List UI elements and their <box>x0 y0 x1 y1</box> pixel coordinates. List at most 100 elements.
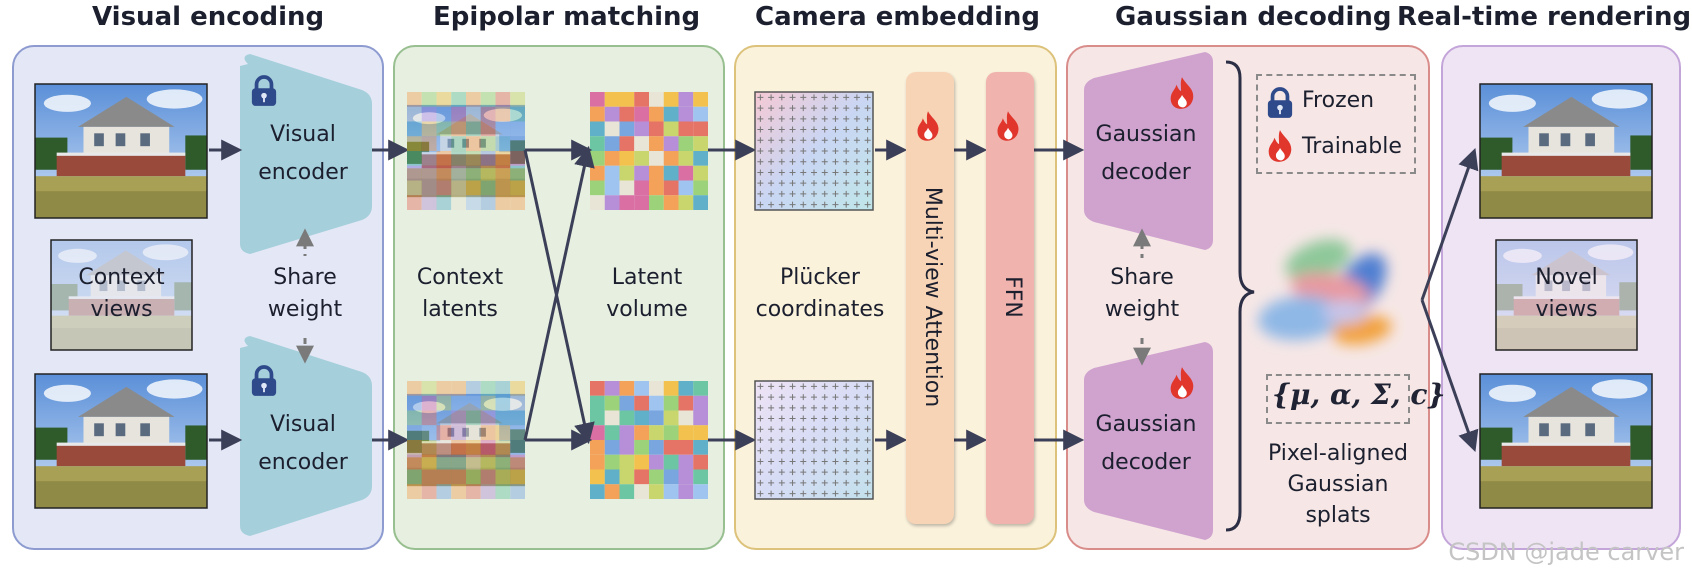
plucker-mark <box>789 115 796 122</box>
plucker-mark <box>789 447 796 454</box>
latent-cell <box>407 395 422 411</box>
plucker-mark <box>778 201 785 208</box>
latent-cell <box>590 180 605 196</box>
plucker-mark <box>843 137 850 144</box>
latent-cell <box>451 195 466 210</box>
plucker-mark <box>757 404 764 411</box>
plucker-mark <box>821 426 828 433</box>
latent-cell <box>604 92 620 107</box>
latent-cell <box>590 484 605 499</box>
latent-cell <box>634 425 649 440</box>
latent-cell <box>619 469 635 485</box>
latent-cell <box>510 106 525 122</box>
plucker-mark <box>768 148 775 154</box>
plucker-mark <box>757 137 764 144</box>
latent-cell <box>407 469 422 485</box>
latent-cell <box>480 106 496 122</box>
latent-cell <box>693 440 708 455</box>
latent-cell <box>663 195 679 210</box>
latent-cell <box>436 121 452 137</box>
plucker-mark <box>768 180 775 187</box>
latent-cell <box>510 484 525 499</box>
latent-cell <box>510 410 525 426</box>
plucker-mark <box>757 94 764 101</box>
latent-cell <box>678 469 694 485</box>
plucker-mark <box>843 394 850 401</box>
plucker-mark <box>800 158 807 165</box>
plucker-mark <box>789 137 796 144</box>
plucker-mark <box>832 148 839 154</box>
latent-cell <box>693 151 708 166</box>
plucker-mark <box>853 383 860 390</box>
latent-cell <box>590 195 605 210</box>
plucker-mark <box>778 415 785 422</box>
plucker-mark <box>811 426 817 433</box>
latent-cell <box>678 425 694 440</box>
plucker-mark <box>768 201 775 208</box>
latent-cell <box>495 484 511 499</box>
plucker-mark <box>757 148 764 154</box>
plucker-mark <box>864 169 871 176</box>
plucker-mark <box>811 479 817 486</box>
plucker-mark <box>843 469 850 476</box>
plucker-mark <box>843 383 850 390</box>
watermark: CSDN @jade carver <box>1448 538 1684 566</box>
latent-cell <box>619 395 635 411</box>
latent-cell <box>663 92 679 107</box>
latent-cell <box>590 106 605 122</box>
latent-cell <box>604 106 620 122</box>
latent-cell <box>693 469 708 485</box>
latent-cell <box>421 136 437 151</box>
plucker-mark <box>789 394 796 401</box>
latent-cell <box>693 454 708 470</box>
latent-cell <box>663 381 679 396</box>
latent-cell <box>466 165 481 181</box>
plucker-mark <box>800 105 807 112</box>
latent-cell <box>678 121 694 137</box>
plucker-mark <box>821 447 828 454</box>
latent-cell <box>619 484 635 499</box>
latent-cell <box>510 440 525 455</box>
plucker-mark <box>811 394 817 401</box>
plucker-mark <box>768 437 775 443</box>
latent-cell <box>590 410 605 426</box>
plucker-mark <box>864 115 871 122</box>
plucker-mark <box>768 126 775 133</box>
title-visual-encoding: Visual encoding <box>92 2 325 32</box>
latent-cell <box>480 425 496 440</box>
latent-cell <box>480 121 496 137</box>
plucker-mark <box>832 426 839 433</box>
plucker-mark <box>811 404 817 411</box>
plucker-mark <box>832 115 839 122</box>
plucker-mark <box>789 158 796 165</box>
plucker-mark <box>789 469 796 476</box>
plucker-mark <box>832 169 839 176</box>
plucker-mark <box>800 148 807 154</box>
plucker-mark <box>821 415 828 422</box>
plucker-mark <box>853 415 860 422</box>
plucker-mark <box>789 94 796 101</box>
latent-cell <box>663 410 679 426</box>
plucker-mark <box>800 404 807 411</box>
plucker-mark <box>800 201 807 208</box>
plucker-grid-bottom <box>754 380 874 500</box>
latent-cell <box>510 395 525 411</box>
plucker-mark <box>757 105 764 112</box>
latent-cell <box>590 92 605 107</box>
latent-cell <box>480 440 496 455</box>
latent-cell <box>480 395 496 411</box>
plucker-mark <box>757 115 764 122</box>
plucker-mark <box>832 201 839 208</box>
ffn-label: FFN <box>1000 276 1025 318</box>
latent-cell <box>663 151 679 166</box>
plucker-mark <box>853 426 860 433</box>
plucker-mark <box>778 447 785 454</box>
plucker-mark <box>789 426 796 433</box>
plucker-mark <box>768 137 775 144</box>
latent-cell <box>421 484 437 499</box>
plucker-mark <box>811 115 817 122</box>
plucker-mark <box>853 490 860 497</box>
plucker-mark <box>757 490 764 497</box>
novel-image-top <box>1479 83 1653 219</box>
